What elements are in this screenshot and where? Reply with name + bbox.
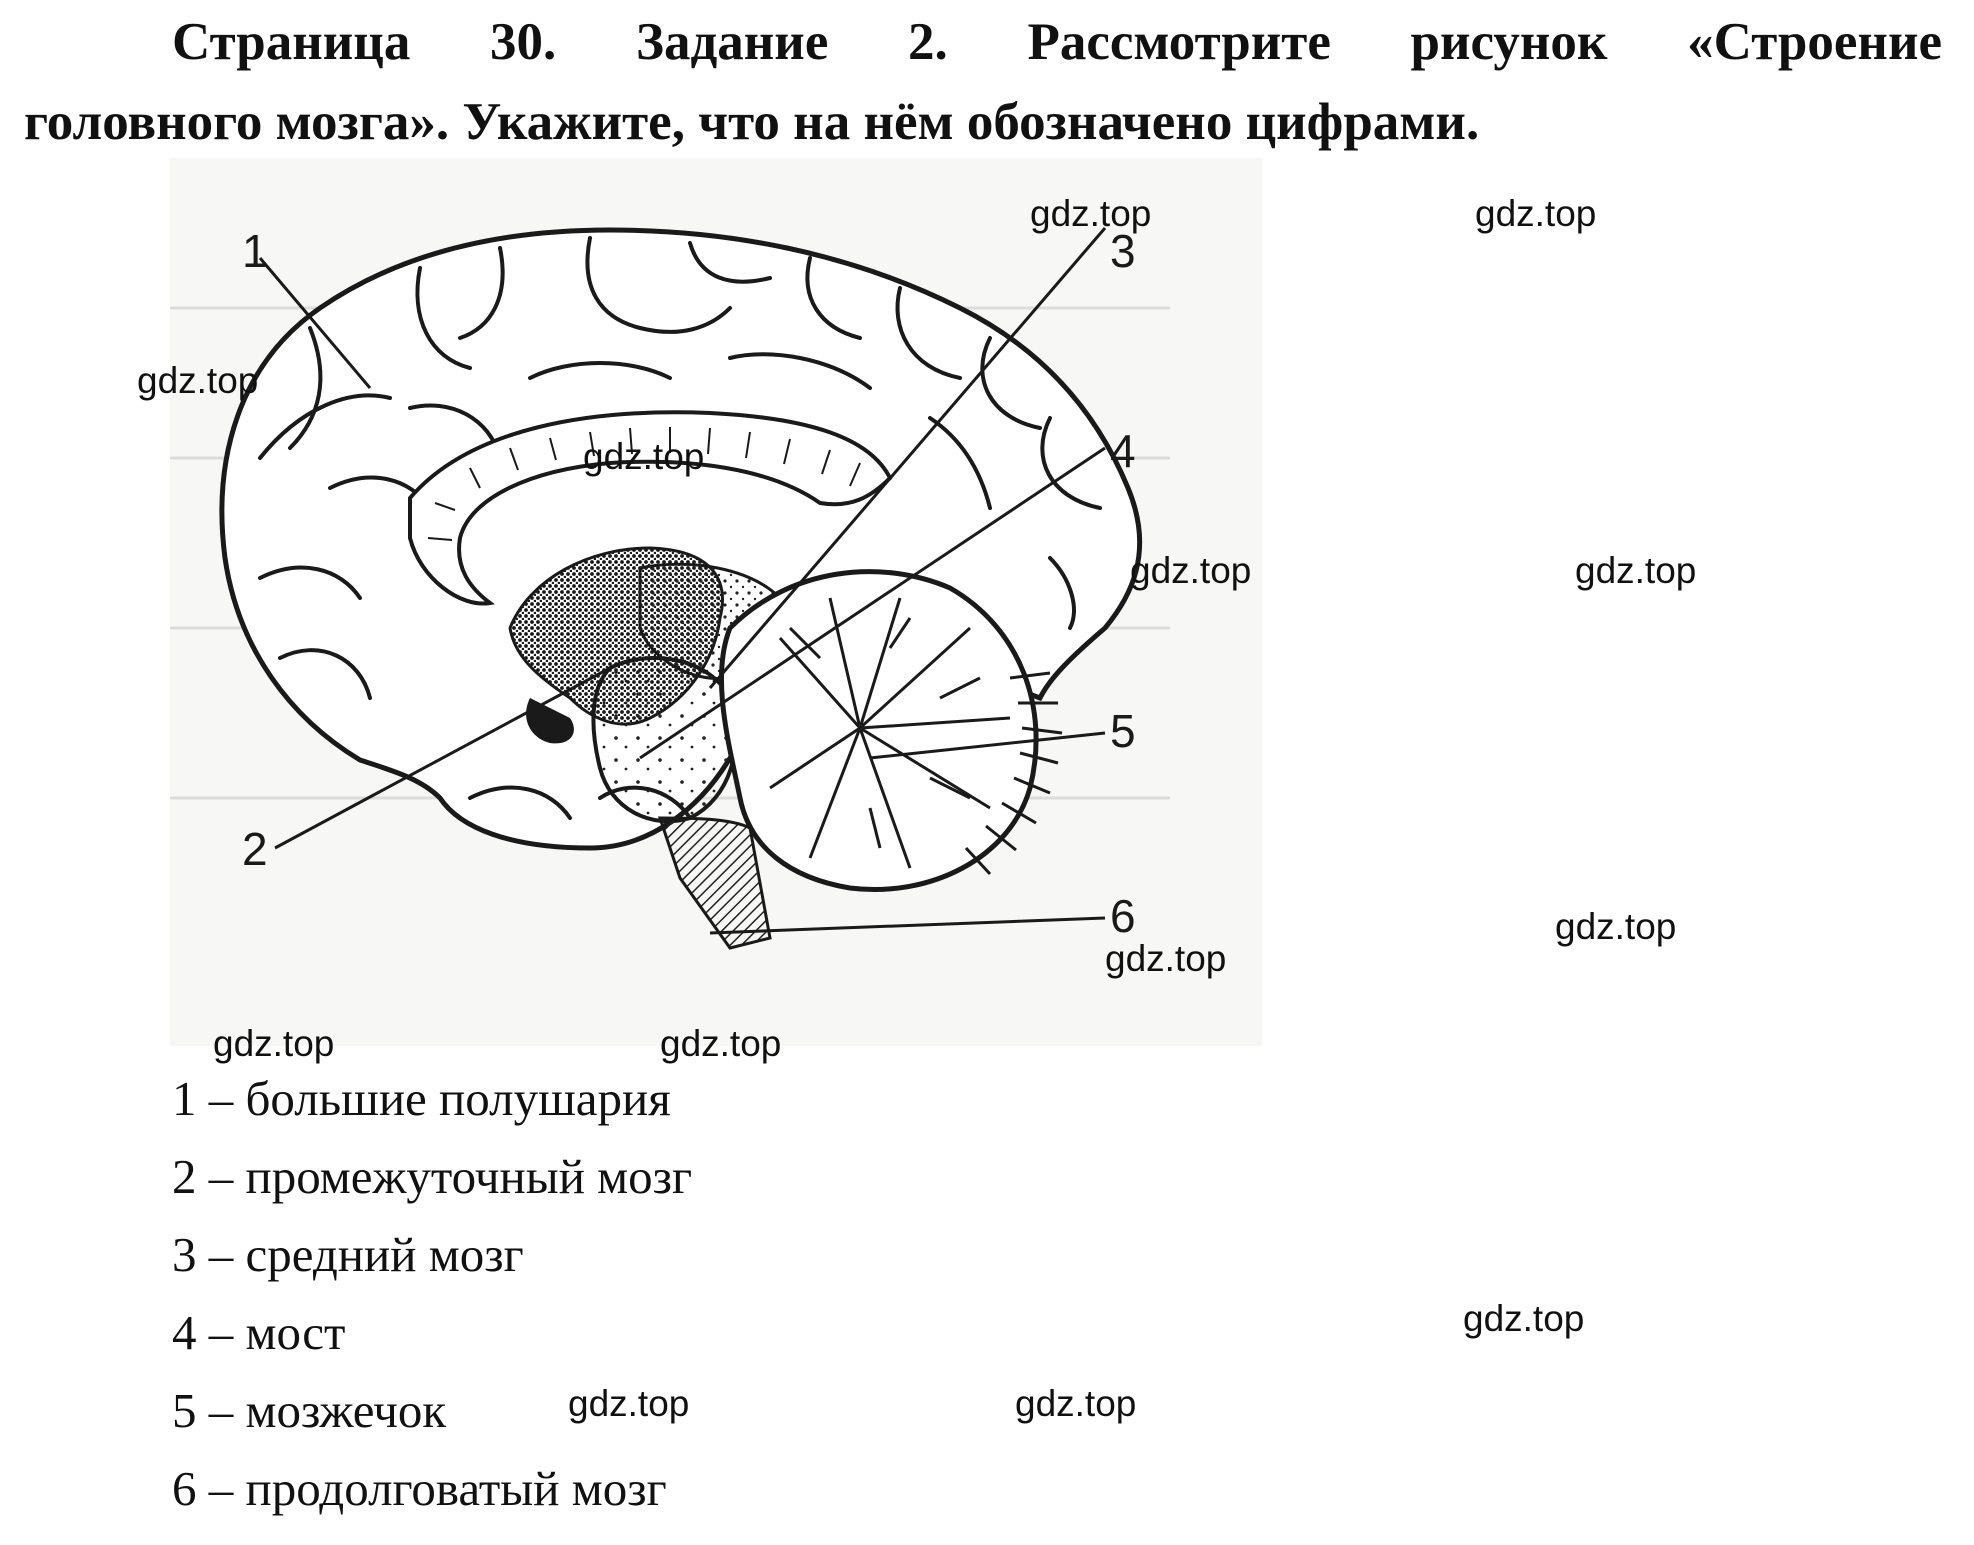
callout-label-2: 2 (242, 823, 268, 875)
watermark: gdz.top (1130, 550, 1252, 591)
cerebellum-arbor-vitae (769, 597, 1011, 869)
watermark: gdz.top (583, 436, 705, 477)
answer-item-4: 4 – мост (172, 1305, 346, 1360)
corpus-callosum-fibers (427, 427, 861, 541)
cortex-gyri (258, 236, 1102, 820)
watermark: gdz.top (213, 1023, 335, 1064)
brain-structure-figure: 1 2 3 4 5 6 (170, 158, 1262, 1046)
watermark: gdz.top (1463, 1298, 1585, 1339)
task-heading-line-2: головного мозга». Укажите, что на нём об… (24, 93, 1480, 151)
callout-label-1: 1 (242, 225, 268, 277)
medulla-oblongata (657, 816, 772, 950)
watermark: gdz.top (1030, 193, 1152, 234)
watermark: gdz.top (137, 360, 259, 401)
task-heading-line-1: Страница 30. Задание 2. Рассмотрите рису… (172, 13, 1942, 71)
leader-lines (258, 227, 1107, 935)
answer-item-3: 3 – средний мозг (172, 1227, 524, 1282)
callout-label-3: 3 (1110, 225, 1136, 277)
watermark: gdz.top (660, 1023, 782, 1064)
cerebral-hemisphere-outline (219, 227, 1143, 851)
watermark: gdz.top (1575, 550, 1697, 591)
answer-list: 1 – большие полушария 2 – промежуточный … (172, 1060, 692, 1528)
answer-item-2: 2 – промежуточный мозг (172, 1149, 693, 1204)
callout-label-5: 5 (1110, 705, 1136, 757)
watermark: gdz.top (1015, 1383, 1137, 1424)
pituitary (526, 698, 574, 744)
cerebellum-folia (964, 671, 1063, 876)
pons (591, 656, 738, 824)
answer-item-5: 5 – мозжечок (172, 1383, 447, 1438)
callout-label-4: 4 (1110, 425, 1136, 477)
answer-item-6: 6 – продолговатый мозг (172, 1461, 667, 1516)
watermark: gdz.top (1475, 193, 1597, 234)
watermark: gdz.top (1555, 906, 1677, 947)
answer-item-1: 1 – большие полушария (172, 1071, 671, 1126)
callout-label-6: 6 (1110, 890, 1136, 942)
brain-drawing (170, 227, 1170, 950)
watermark: gdz.top (568, 1383, 690, 1424)
watermark: gdz.top (1105, 938, 1227, 979)
corpus-callosum (408, 410, 893, 606)
